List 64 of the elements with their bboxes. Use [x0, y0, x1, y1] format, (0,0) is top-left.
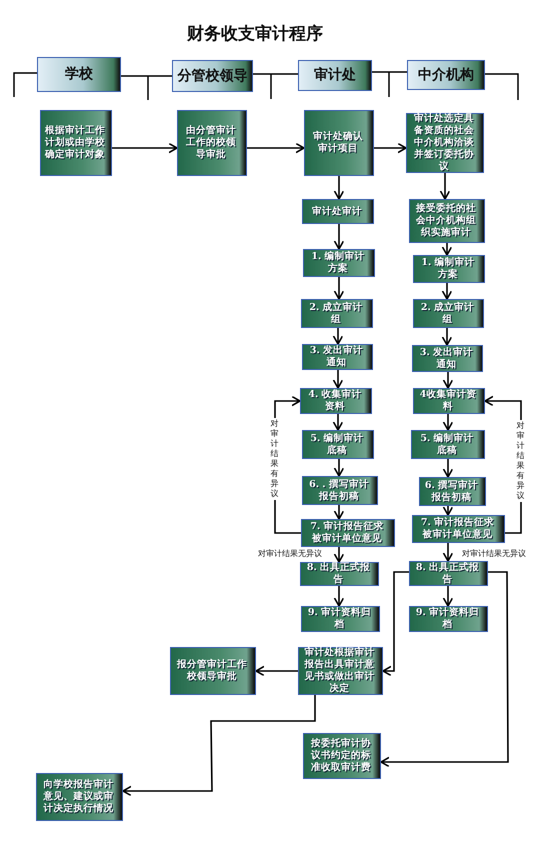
process-box: 审计处确认审计项目	[304, 110, 374, 176]
arrow	[442, 414, 454, 431]
lane-header: 审计处	[298, 60, 372, 91]
arrow	[332, 328, 344, 345]
arrow	[442, 506, 454, 516]
process-box: 审计处选定具备资质的社会中介机构洽谈并签订委托协议	[406, 113, 484, 173]
lane-header: 中介机构	[407, 60, 485, 90]
process-box: 2. 成立审计组	[301, 299, 373, 328]
lane-header: 学校	[37, 57, 121, 92]
process-box: 向学校报告审计意见、建议或审计决定执行情况	[36, 773, 123, 821]
edge-label: 对审计结果无异议	[462, 549, 526, 558]
process-box: 5. 编制审计底稿	[411, 430, 485, 459]
arrow	[334, 459, 344, 477]
process-box: 4. 收集审计资料	[300, 388, 372, 414]
process-box: 7. 审计报告征求被审计单位意见	[301, 519, 395, 547]
process-box: 2. 成立审计组	[413, 299, 484, 328]
process-box: 6. 撰写审计报告初稿	[419, 477, 486, 506]
arrow	[122, 695, 316, 796]
process-box: 由分管审计工作的校领导审批	[177, 110, 247, 176]
process-box: 审计处审计	[302, 199, 374, 224]
process-box: 报分管审计工作校领导审批	[170, 647, 256, 695]
arrow	[334, 224, 344, 250]
arrow	[442, 543, 454, 562]
process-box: 审计处根据审计报告出具审计意见书或做出审计决定	[298, 647, 383, 695]
arrow	[380, 571, 509, 768]
process-box: 根据审计工作计划或由学校确定审计对象	[40, 110, 112, 176]
arrow	[442, 459, 454, 478]
arrow	[334, 586, 344, 607]
process-box: 1. 编制审计方案	[413, 255, 485, 283]
edge-label: 对审计结果有异议	[516, 420, 525, 502]
process-box: 4收集审计资料	[413, 388, 485, 414]
process-box: 7. 审计报告征求被审计单位意见	[412, 515, 505, 543]
arrow	[334, 547, 344, 563]
arrow	[382, 571, 409, 676]
process-box: 6. . 撰写审计报告初稿	[302, 476, 378, 505]
arrow	[112, 142, 178, 154]
process-box: 1. 编制审计方案	[303, 249, 375, 277]
arrow	[332, 414, 344, 431]
process-box: 8. 出具正式报告	[300, 562, 379, 586]
process-box: 8. 出具正式报告	[409, 561, 488, 586]
arrow	[442, 586, 454, 607]
process-box: 按委托审计协议书约定的标准收取审计费	[303, 733, 381, 779]
arrow	[442, 328, 452, 346]
title: 财务收支审计程序	[186, 23, 324, 45]
process-box: 3. 发出审计通知	[302, 344, 373, 370]
arrow	[442, 243, 452, 256]
edge-label: 对审计结果有异议	[270, 418, 279, 500]
arrow	[334, 505, 344, 520]
arrow	[332, 370, 344, 389]
process-box: 5. 编制审计底稿	[302, 430, 374, 459]
process-box: 3. 发出审计通知	[412, 345, 483, 372]
process-box: 9. 审计资料归档	[301, 606, 380, 632]
arrow	[442, 283, 452, 300]
arrow	[442, 372, 454, 389]
process-box: 接受委托的社会中介机构组织实施审计	[409, 199, 485, 243]
edge-label: 对审计结果无异议	[258, 549, 322, 558]
arrow	[255, 666, 298, 676]
arrow	[334, 176, 344, 200]
process-box: 9. 审计资料归档	[409, 606, 488, 632]
arrow	[247, 142, 305, 154]
arrow	[334, 277, 344, 300]
arrow	[440, 173, 450, 200]
arrow	[374, 142, 407, 154]
lane-header: 分管校领导	[172, 60, 253, 92]
